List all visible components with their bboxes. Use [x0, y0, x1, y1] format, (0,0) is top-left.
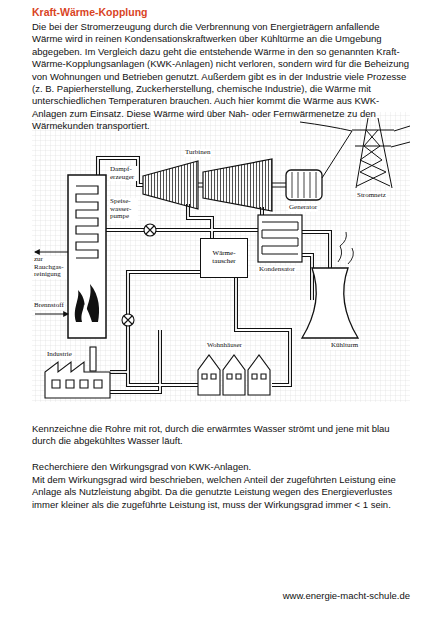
flames [75, 284, 99, 322]
cooling-tower [302, 268, 358, 338]
vapour-plume [338, 232, 353, 264]
flue-gas-arrow [35, 251, 68, 252]
part-label: Turbinen [184, 149, 211, 157]
heat-exchanger-box: Wärme- tauscher [200, 238, 248, 278]
boiler-coil [76, 186, 98, 258]
part-label: Wohnhäuser [206, 342, 243, 350]
part-label: Dampf- erzeuger [109, 166, 138, 181]
page-title: Kraft-Wärme-Kopplung [32, 6, 148, 18]
part-label: Stromnetz [356, 192, 387, 200]
hp-turbine [143, 161, 198, 209]
generator-windings [292, 172, 316, 198]
box-text: Wärme- tauscher [203, 250, 245, 266]
source-url: www.energie-macht-schule.de [32, 590, 410, 602]
coil-tube [76, 186, 98, 258]
fuel-arrow [35, 313, 68, 314]
condenser-coil [262, 222, 298, 254]
part-label: Kondensator [258, 266, 296, 274]
part-label: Industrie [46, 351, 73, 359]
part-label: Kühlturm [330, 342, 359, 350]
condenser-shell [258, 215, 302, 262]
intro-text: Die bei der Stromerzeugung durch die Ver… [32, 21, 410, 133]
steam-generator [68, 175, 106, 338]
info-text: Mit dem Wirkungsgrad wird beschrieben, w… [32, 474, 410, 511]
lp-turbine [203, 159, 272, 211]
task-text: Recherchiere den Wirkungsgrad von KWK-An… [32, 461, 410, 473]
houses [198, 355, 270, 395]
generator-symbol [286, 170, 322, 200]
grid-ground [32, 112, 410, 402]
part-label: Generator [288, 204, 318, 212]
part-label: Speise- wasser- pumpe [109, 198, 138, 221]
power-pylon [300, 118, 410, 188]
factory [45, 347, 110, 398]
part-label: Brennstoff [33, 302, 65, 310]
pipes [98, 158, 330, 392]
pumps [122, 224, 156, 326]
part-label: zur Rauchgas- reinigung [33, 256, 67, 279]
task-text: Kennzeichne die Rohre mit rot, durch die… [32, 423, 410, 448]
turbine-shaft [198, 183, 286, 187]
